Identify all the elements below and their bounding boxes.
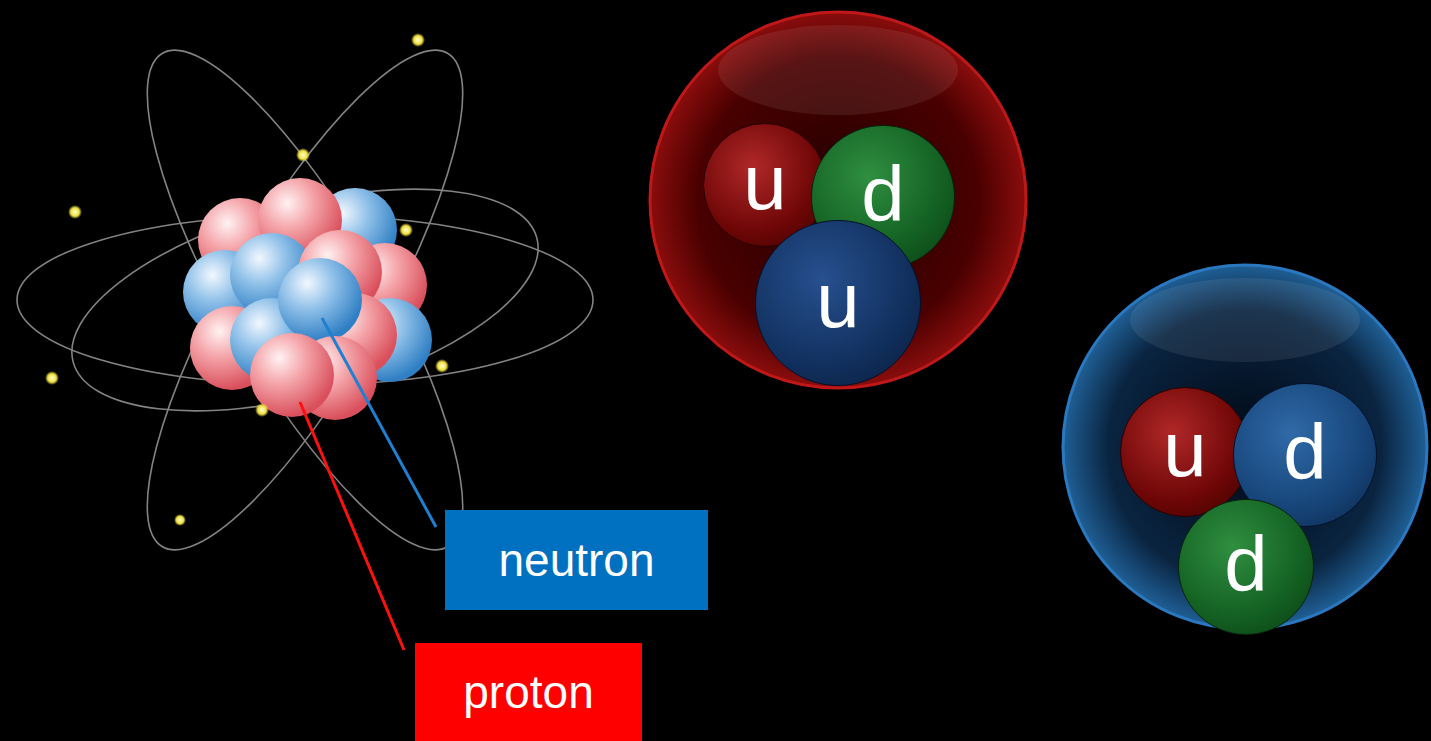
electron: [399, 223, 413, 237]
electron-orbits: [17, 14, 593, 586]
proton-sphere-large: [650, 12, 1026, 388]
proton-outline: [650, 12, 1026, 388]
electrons: [45, 33, 449, 526]
electron: [296, 148, 310, 162]
quark-circle: u: [755, 220, 921, 386]
quark-letter: u: [743, 143, 786, 221]
electron: [435, 359, 449, 373]
particle-name: neutron: [498, 537, 654, 583]
electron: [411, 33, 425, 47]
quark-letter: u: [816, 261, 859, 339]
label-box: proton: [415, 643, 642, 741]
gloss-highlight: [1130, 278, 1360, 362]
nucleus: [183, 178, 432, 420]
quark-circle: u: [1120, 387, 1250, 517]
particle-name: proton: [463, 669, 593, 715]
quark-letter: d: [1224, 525, 1267, 603]
leader-line: [300, 402, 404, 650]
orbit: [49, 146, 562, 454]
quark-letter: u: [1163, 410, 1206, 488]
electron: [45, 371, 59, 385]
neutron-sphere-large: [1063, 265, 1427, 629]
quark-letter: d: [1283, 413, 1326, 491]
quark-circle: d: [1178, 499, 1314, 635]
electron: [255, 403, 269, 417]
orbit: [95, 14, 515, 586]
electron: [68, 205, 82, 219]
neutron-outline: [1063, 265, 1427, 629]
neutron-sphere: [278, 258, 362, 342]
gloss-highlight: [718, 25, 958, 115]
electron: [174, 514, 186, 526]
label-box: neutron: [445, 510, 708, 610]
orbit: [95, 14, 515, 586]
proton-sphere: [250, 333, 334, 417]
quark-letter: d: [861, 155, 904, 233]
